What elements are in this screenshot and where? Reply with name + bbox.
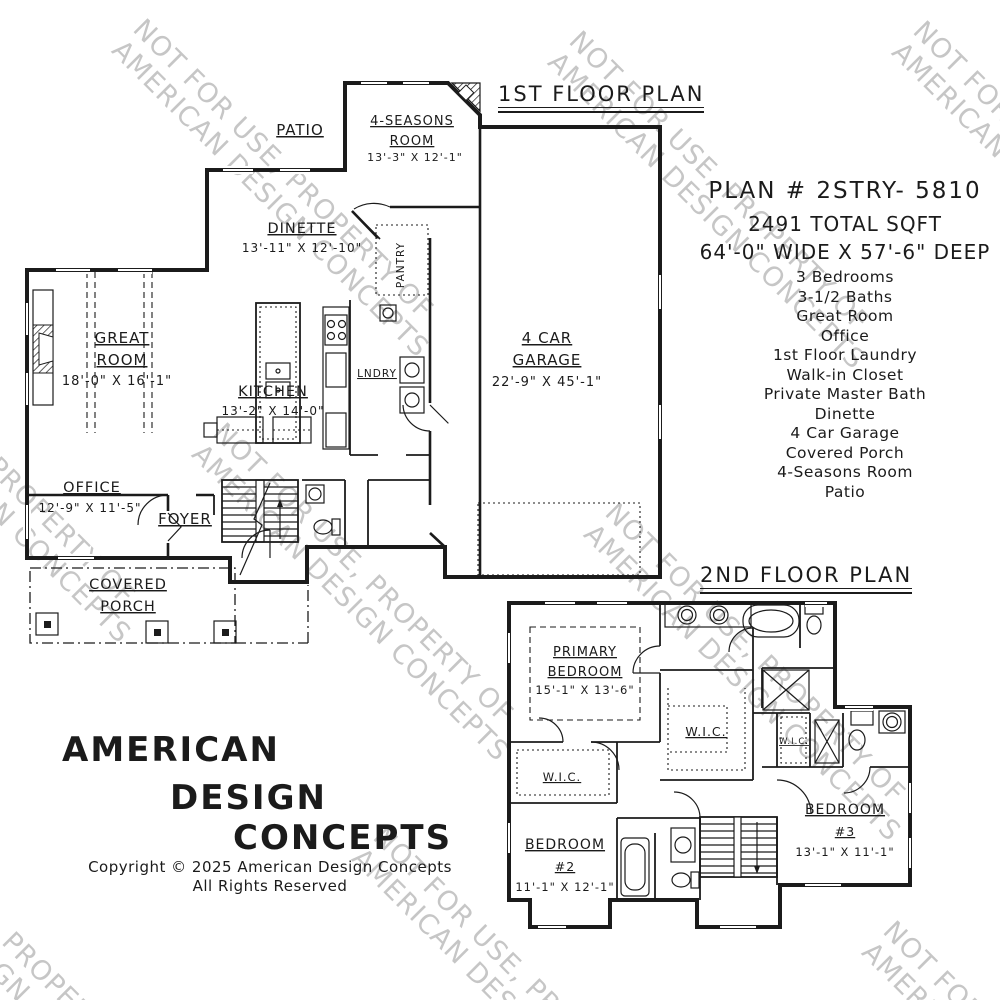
bed2-wic-label: W.I.C.: [543, 770, 581, 784]
column-lines: [86, 272, 153, 433]
primary-tray-ceiling: [529, 626, 641, 721]
first-floor-plan-drawing: PATIO 4-SEASONS ROOM 13'-3" X 12'-1" DIN…: [23, 79, 664, 644]
foyer-label: FOYER: [158, 510, 212, 528]
feature-item: 1st Floor Laundry: [772, 346, 918, 364]
great-room-label2: ROOM: [97, 351, 148, 369]
primary-bedroom-label2: BEDROOM: [548, 665, 623, 680]
porch-posts: [35, 612, 237, 644]
feature-item: Walk-in Closet: [786, 365, 904, 384]
feature-item: 3-1/2 Baths: [797, 287, 893, 306]
logo-design: DESIGN: [170, 778, 327, 818]
laundry-label: LNDRY: [357, 368, 397, 380]
bedroom2-number: #2: [555, 859, 575, 874]
primary-bedroom-dims: 15'-1" X 13'-6": [535, 683, 634, 697]
four-seasons-label: 4-SEASONS: [370, 114, 454, 129]
second-floor-title: 2ND FLOOR PLAN: [700, 563, 913, 594]
patio-label: PATIO: [276, 121, 324, 139]
garage-label2: GARAGE: [513, 351, 582, 369]
plan-number: PLAN # 2STRY- 5810: [708, 178, 982, 204]
bedroom3-number: #3: [835, 824, 855, 839]
feature-item: Great Room: [796, 307, 894, 325]
bed3-wic: [780, 716, 840, 764]
overall-dimensions: 64'-0" WIDE X 57'-6" DEEP: [699, 240, 991, 264]
garage-dims: 22'-9" X 45'-1": [492, 375, 602, 390]
dinette-label: DINETTE: [267, 221, 336, 237]
feature-item: Office: [820, 326, 870, 345]
powder-room-fixtures: [305, 484, 341, 536]
office-dims: 12'-9" X 11'-5": [39, 501, 142, 515]
stairs-2: [699, 816, 778, 878]
bed3-wic-label: W.I.C.: [779, 737, 809, 747]
pantry-label: PANTRY: [395, 242, 407, 288]
great-room-label: GREAT: [95, 329, 150, 347]
feature-item: 4 Car Garage: [790, 424, 900, 442]
exterior-walls: [25, 81, 662, 584]
kitchen-label: KITCHEN: [238, 384, 308, 400]
bedroom2-dims: 11'-1" X 12'-1": [515, 880, 614, 894]
four-seasons-label2: ROOM: [390, 134, 435, 149]
feature-item: Covered Porch: [785, 443, 905, 462]
pantry-shelves: [375, 224, 429, 296]
master-bath-fixtures: [664, 602, 824, 711]
first-floor-title: 1ST FLOOR PLAN: [498, 82, 705, 113]
feature-item: Patio: [824, 482, 866, 501]
feature-item: Private Master Bath: [763, 385, 927, 403]
kitchen-dims: 13'-2" X 14'-0": [222, 404, 325, 418]
bedroom3-label: BEDROOM: [805, 802, 885, 818]
feature-item: 4-Seasons Room: [777, 463, 913, 481]
windows: [23, 79, 664, 562]
kitchen-counters: [203, 416, 312, 444]
feature-item: Dinette: [814, 404, 876, 423]
dinette-dims: 13'-11" X 12'-10": [242, 241, 362, 255]
four-seasons-dims: 13'-3" X 12'-1": [367, 151, 463, 164]
range-counter: [322, 306, 350, 450]
logo-american: AMERICAN: [62, 730, 280, 770]
plan-summary: PLAN # 2STRY- 5810 2491 TOTAL SQFT 64'-0…: [690, 178, 1000, 502]
porch-label: COVERED: [89, 577, 167, 593]
rights-line: All Rights Reserved: [192, 877, 348, 895]
laundry-fixtures: [379, 304, 425, 414]
interior-walls: [27, 210, 446, 558]
feature-item: 3 Bedrooms: [796, 268, 894, 286]
great-room-fireplace: [32, 289, 54, 406]
primary-wic-label: W.I.C.: [685, 724, 726, 739]
bedroom3-dims: 13'-1" X 11'-1": [795, 845, 894, 859]
garage-door-setback: [477, 502, 641, 576]
second-floor-plan-drawing: PRIMARY BEDROOM 15'-1" X 13'-6" W.I.C. W…: [505, 599, 914, 931]
garage-label: 4 CAR: [522, 329, 572, 347]
door-swings-2: [538, 627, 871, 819]
bed3-bath-fixtures: [848, 710, 906, 751]
primary-wic-shelves: [667, 688, 746, 771]
primary-bedroom-label: PRIMARY: [553, 645, 617, 660]
stairs: [221, 479, 299, 576]
door-swings: [137, 404, 449, 559]
logo-concepts: CONCEPTS: [233, 818, 453, 858]
great-room-dims: 18'-0" X 16'-1": [62, 374, 172, 389]
hall-bath-fixtures: [620, 827, 700, 897]
bedroom2-label: BEDROOM: [525, 837, 605, 853]
copyright-line: Copyright © 2025 American Design Concept…: [88, 858, 452, 876]
office-label: OFFICE: [63, 480, 121, 496]
total-sqft: 2491 TOTAL SQFT: [748, 212, 942, 236]
bed2-wic-shelves: [516, 749, 610, 796]
windows-2: [505, 599, 914, 931]
covered-porch-outline: [29, 567, 236, 644]
porch-label2: PORCH: [100, 599, 156, 615]
